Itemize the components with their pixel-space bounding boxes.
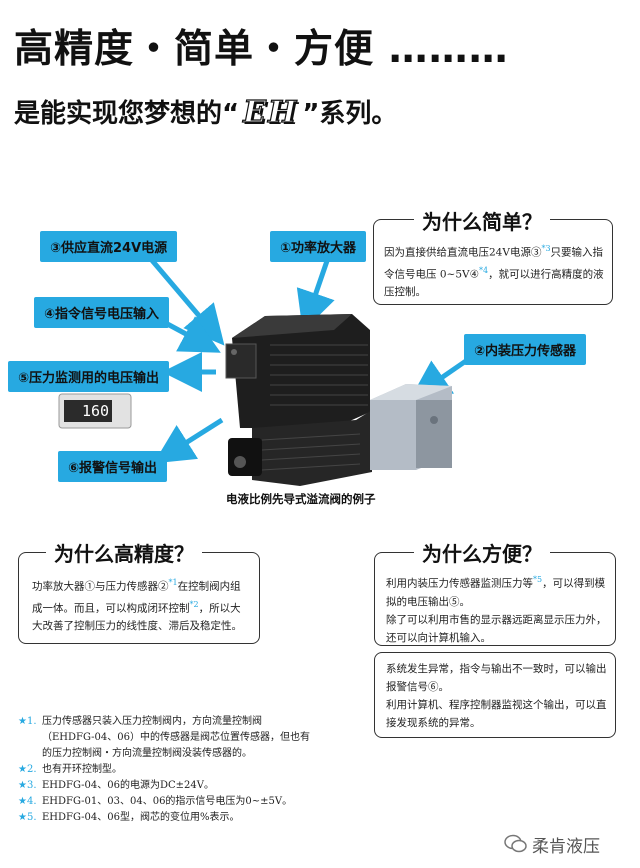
- subtitle-before: 是能实现您梦想的“: [14, 99, 240, 129]
- text-why-simple: 因为直接供给直流电压24V电源③*3只要输入指令信号电压 0~5V④*4，就可以…: [384, 244, 604, 298]
- valve-body: [228, 384, 452, 486]
- label-command-input: ④指令信号电压输入: [34, 297, 170, 328]
- figure-caption: 电液比例先导式溢流阀的例子: [226, 492, 376, 506]
- meter-display: 160: [82, 402, 110, 420]
- label-alarm-output: ⑥报警信号输出: [58, 451, 168, 482]
- footnote-3: ★3.EHDFG-04、06的电源为DC±24V。: [18, 780, 214, 791]
- footnote-4: ★4.EHDFG-01、03、04、06的指示信号电压为0~±5V。: [18, 796, 293, 807]
- text-why-precision: 功率放大器①与压力传感器②*1在控制阀内组成一体。而且，可以构成闭环控制*2，所…: [32, 578, 242, 632]
- text-alarm: 系统发生异常，指令与输出不一致时，可以输出报警信号⑥。利用计算机、程序控制器监视…: [386, 663, 607, 729]
- footnote-1: ★1.压力传感器只装入压力控制阀内，方向流量控制阀（EHDFG-04、06）中的…: [18, 716, 310, 759]
- text-why-convenient: 利用内装压力传感器监测压力等*5，可以得到模拟的电压输出⑤。除了可以利用市售的显…: [386, 575, 607, 644]
- footnote-5: ★5.EHDFG-04、06型，阀芯的变位用%表示。: [18, 812, 240, 823]
- label-power-amplifier: ①功率放大器: [270, 231, 367, 262]
- arrow-alarm-output: [153, 417, 224, 464]
- label-monitor-output: ⑤压力监测用的电压输出: [8, 361, 170, 392]
- amplifier-body: [225, 314, 370, 428]
- box-alarm: [374, 652, 616, 738]
- page-title: 高精度・简单・方便 ………: [14, 27, 509, 72]
- label-pressure-sensor: ②内装压力传感器: [464, 334, 587, 365]
- arrow-amplifier: [296, 257, 335, 332]
- box-why-precision: [18, 552, 260, 644]
- eh-logo: EH: [242, 94, 299, 130]
- page-subtitle: 是能实现您梦想的“EH”系列。: [14, 93, 397, 130]
- footnotes: ★1.压力传感器只装入压力控制阀内，方向流量控制阀（EHDFG-04、06）中的…: [18, 714, 314, 826]
- title-why-precision: 为什么高精度？: [46, 538, 202, 567]
- title-why-convenient: 为什么方便？: [414, 538, 550, 567]
- meter-screen: [64, 400, 112, 422]
- wechat-icon: [504, 832, 528, 856]
- subtitle-after: ”系列。: [302, 99, 398, 129]
- box-why-convenient: [374, 552, 616, 646]
- title-why-simple: 为什么简单？: [414, 206, 550, 235]
- label-power-supply: ③供应直流24V电源: [40, 231, 178, 262]
- watermark-text: 柔肯液压: [532, 837, 600, 857]
- footnote-2: ★2.也有开环控制型。: [18, 764, 122, 775]
